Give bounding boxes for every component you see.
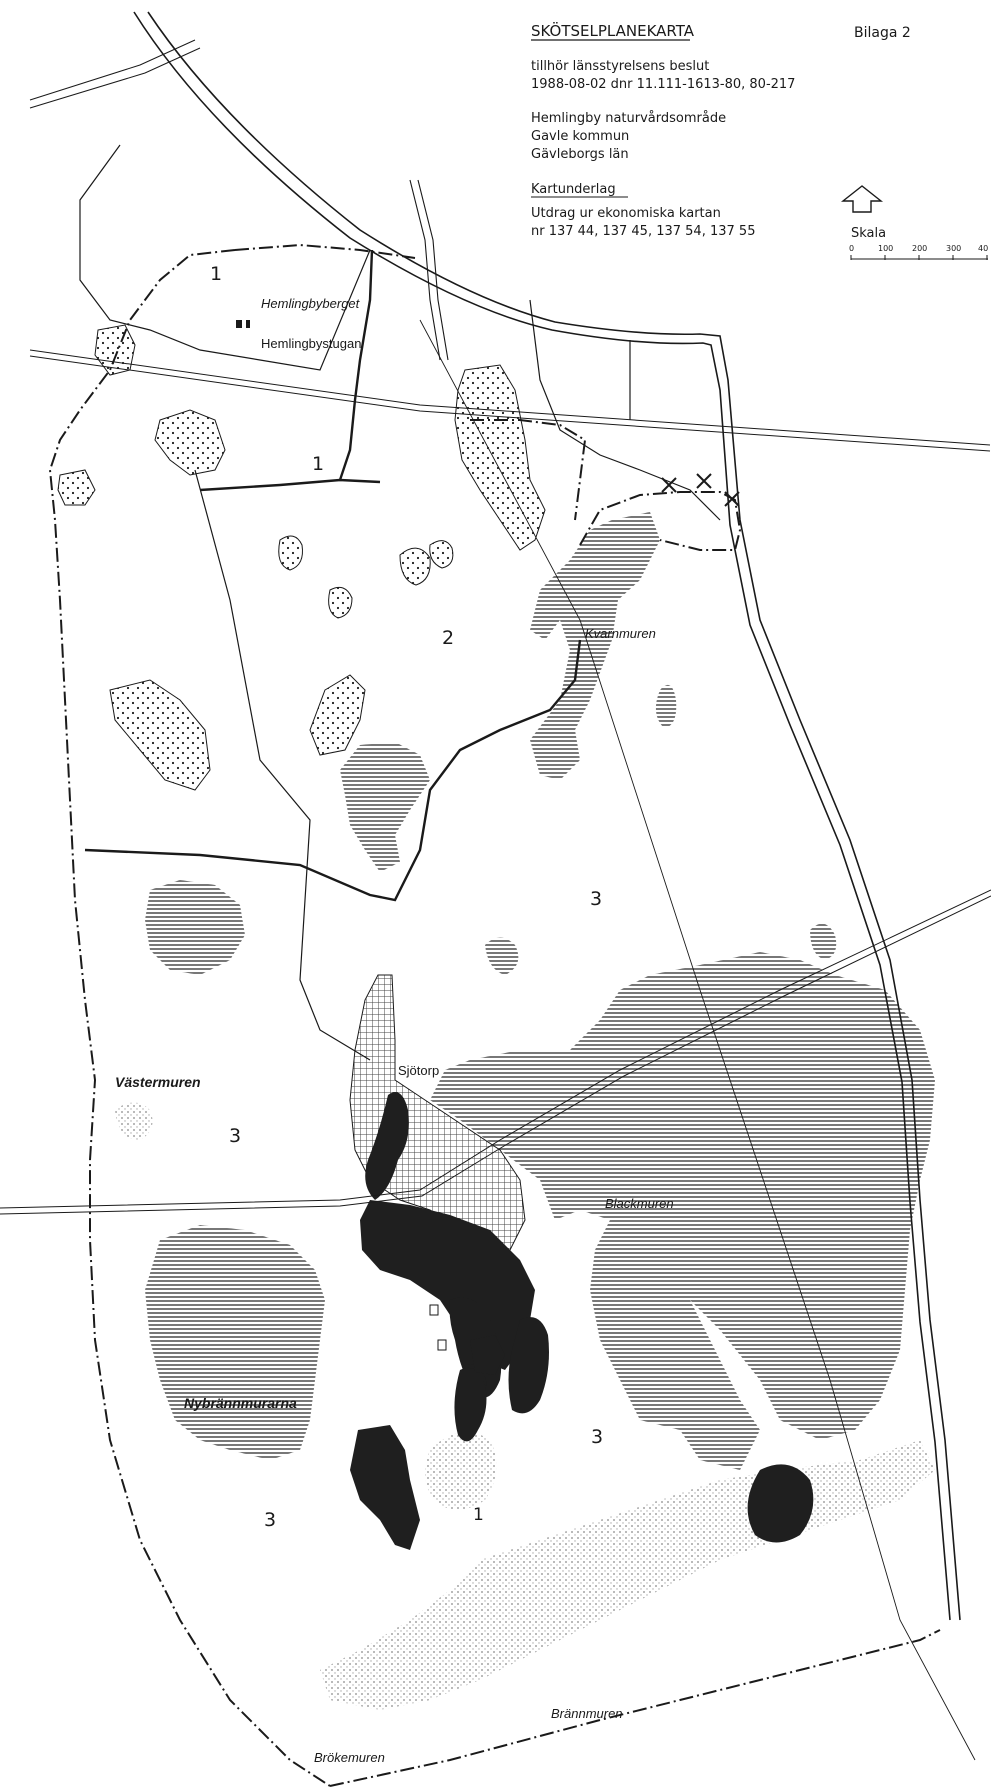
dotted-area-6 [278, 535, 303, 571]
bog-small-4 [589, 1153, 622, 1196]
label-brokemuren: Brökemuren [314, 1750, 385, 1765]
scale-label: Skala [851, 226, 886, 241]
zone-1-middle: 1 [312, 453, 324, 475]
base-map-title: Kartunderlag [531, 182, 616, 197]
area-name: Hemlingby naturvårdsområde [531, 111, 726, 126]
label-hemlingbyberget: Hemlingbyberget [261, 296, 361, 311]
scale-bar: Skala 0 100 200 300 40 [849, 226, 988, 260]
base-map-line-1: Utdrag ur ekonomiska kartan [531, 206, 721, 221]
bog-kvarnmuren [530, 512, 660, 780]
building-icon [236, 320, 242, 328]
dotted-area-5 [309, 674, 366, 756]
bog-east-big [430, 952, 935, 1440]
survey-line [419, 319, 976, 1761]
bog-small-1 [655, 684, 677, 728]
dotted-area-2 [154, 409, 226, 476]
dotted-area-9 [429, 540, 454, 569]
forest-patch-4 [508, 1317, 549, 1414]
place-names: Hemlingbyberget Hemlingbystugan Kvarnmur… [115, 296, 674, 1765]
bog-east-lower [590, 1220, 760, 1470]
dotted-areas [57, 324, 546, 791]
base-map-line-2: nr 137 44, 137 45, 137 54, 137 55 [531, 224, 755, 239]
county: Gävleborgs län [531, 147, 629, 162]
tracks [194, 299, 721, 1061]
reserve-boundary [48, 243, 941, 1787]
label-vastermuren: Västermuren [115, 1074, 201, 1090]
forest-patch-9 [470, 1335, 505, 1375]
scale-tick-200: 200 [912, 244, 927, 253]
bog-nybrannmurarna [145, 1225, 325, 1460]
forest-patch-8 [747, 1464, 814, 1543]
zone-3-south-west: 3 [264, 1509, 276, 1531]
dotted-area-8 [399, 547, 431, 586]
dotted-area-3 [454, 364, 546, 551]
attachment-label: Bilaga 2 [854, 25, 911, 41]
scale-tick-300: 300 [946, 244, 961, 253]
mire-south [320, 1440, 935, 1710]
dotted-area-10 [57, 469, 96, 506]
building-icon [437, 1339, 447, 1351]
scale-tick-400: 40 [978, 244, 988, 253]
building-icon [429, 1304, 439, 1316]
label-hemlingbystugan: Hemlingbystugan [261, 336, 361, 351]
zone-numbers: 1 1 2 3 3 3 3 1 [210, 263, 603, 1531]
boundary-markers [661, 473, 740, 507]
map-title: SKÖTSELPLANEKARTA [531, 21, 695, 40]
bog-areas [145, 512, 935, 1470]
decision-line-2: 1988-08-02 dnr 11.111-1613-80, 80-217 [531, 77, 795, 92]
label-sjotorp: Sjötorp [398, 1063, 439, 1078]
building-icons [236, 320, 447, 1351]
dense-forest-areas [350, 1092, 814, 1550]
bog-north-west [145, 880, 245, 975]
main-road [133, 11, 961, 1621]
power-lines [0, 39, 991, 1215]
property-boundary-north [79, 144, 371, 371]
zone-3-south-east: 3 [591, 1426, 603, 1448]
zone-2: 2 [442, 627, 454, 649]
zone-1-south: 1 [473, 1505, 484, 1525]
dotted-area-4 [109, 679, 211, 791]
north-arrow-icon [840, 185, 884, 213]
forest-patch-1 [365, 1092, 409, 1200]
building-icon [246, 320, 250, 328]
label-nybrannmurarna: Nybrännmurarna [184, 1395, 297, 1411]
label-brannmuren: Brännmuren [551, 1706, 623, 1721]
scale-tick-0: 0 [849, 244, 854, 253]
bog-central [340, 742, 430, 872]
zone-boundaries [84, 249, 582, 902]
zone-1-north: 1 [210, 263, 222, 285]
forest-patch-7 [454, 1367, 487, 1442]
municipality: Gavle kommun [531, 129, 629, 144]
label-blackmuren: Blackmuren [605, 1196, 674, 1211]
dotted-area-7 [328, 586, 353, 619]
label-kvarnmuren: Kvarnmuren [585, 626, 656, 641]
forest-patch-6 [350, 1425, 420, 1550]
scale-tick-100: 100 [878, 244, 893, 253]
map-header: SKÖTSELPLANEKARTA Bilaga 2 tillhör länss… [531, 21, 911, 239]
decision-line-1: tillhör länsstyrelsens beslut [531, 59, 709, 74]
mire-vastermuren [115, 1102, 153, 1140]
bog-small-3 [810, 923, 837, 960]
zone-3-west: 3 [229, 1125, 241, 1147]
secondary-road [409, 179, 449, 361]
bog-small-2 [485, 937, 519, 975]
zone-3-east: 3 [590, 888, 602, 910]
mire-central-south [425, 1432, 497, 1510]
